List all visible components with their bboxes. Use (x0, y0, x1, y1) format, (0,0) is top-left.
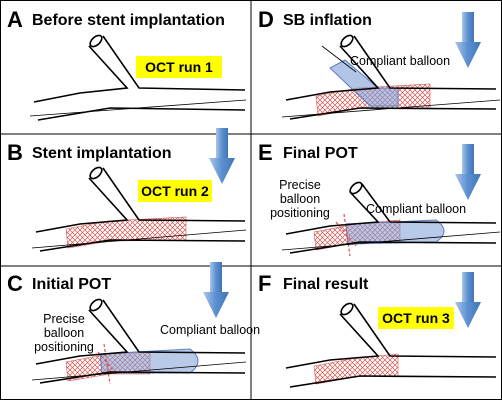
panel-letter: B (7, 140, 23, 165)
panel-b: B Stent implantation OCT run 2 (7, 128, 247, 252)
balloon-label: Compliant balloon (366, 202, 466, 216)
panel-letter: F (258, 271, 271, 296)
guidewire (281, 231, 501, 251)
panel-title: Initial POT (32, 276, 111, 293)
panel-d: D SB inflation Compliant balloon (258, 7, 501, 120)
vessel-bifurcation (281, 34, 501, 120)
oct-badge (138, 180, 212, 202)
vessel-bifurcation (285, 302, 497, 388)
panel-c: C Initial POT Compliant balloon Precise … (7, 262, 260, 385)
panel-title: Before stent implantation (32, 12, 225, 29)
guidewire (281, 99, 501, 118)
panel-letter: C (7, 271, 23, 296)
positioning-label-line-3: positioning (270, 206, 330, 220)
oct-badge (136, 56, 222, 78)
oct-badge-label: OCT run 3 (382, 310, 450, 326)
panel-a: A Before stent implantation OCT run 1 (7, 7, 247, 121)
vessel-bifurcation (31, 166, 247, 252)
positioning-label-line-2: balloon (44, 326, 84, 340)
panel-e: E Final POT Compliant balloon Precise ba… (258, 140, 501, 257)
positioning-label-line-3: positioning (34, 340, 94, 354)
oct-badge-label: OCT run 1 (145, 59, 213, 75)
panel-letter: D (258, 7, 274, 32)
oct-badge (378, 307, 454, 329)
panel-f: F Final result OCT run 3 (258, 271, 497, 388)
guidewire-side (321, 45, 357, 73)
panel-title: SB inflation (283, 12, 372, 29)
panel-title: Stent implantation (32, 145, 172, 162)
balloon-label: Compliant balloon (160, 323, 260, 337)
vessel-bifurcation (31, 298, 247, 384)
down-arrow (455, 272, 481, 328)
positioning-label-line-1: Precise (279, 178, 321, 192)
guidewire (31, 361, 247, 381)
guidewire (29, 99, 247, 117)
down-arrow (209, 128, 235, 184)
panel-title: Final result (283, 276, 369, 293)
panel-title: Final POT (283, 145, 358, 162)
down-arrow (455, 144, 481, 200)
oct-badge-label: OCT run 2 (141, 183, 209, 199)
positioning-label-line-2: balloon (280, 192, 320, 206)
panel-letter: E (258, 140, 273, 165)
down-arrow (203, 262, 229, 318)
vessel-bifurcation (281, 181, 501, 254)
positioning-label-line-1: Precise (43, 312, 85, 326)
down-arrow (455, 12, 481, 68)
vessel-bifurcation (29, 34, 247, 121)
panel-letter: A (7, 7, 23, 32)
positioning-marker (103, 343, 111, 385)
guidewire (31, 229, 247, 249)
balloon-label: Compliant balloon (350, 54, 450, 68)
